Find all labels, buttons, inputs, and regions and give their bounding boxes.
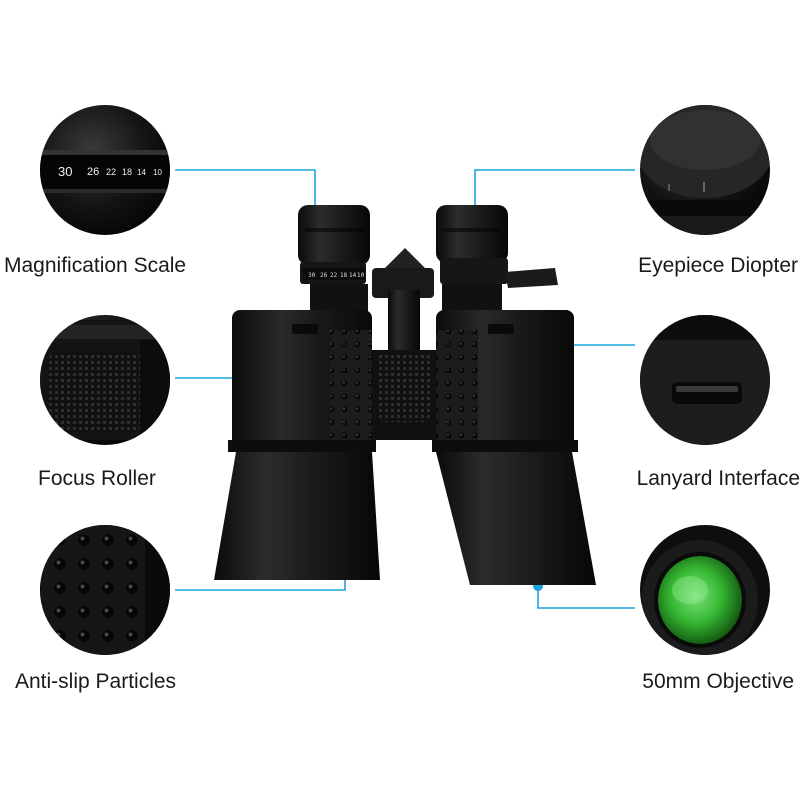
diopter-lever <box>505 268 558 288</box>
label-eyepiece-diopter: Eyepiece Diopter <box>638 254 798 277</box>
green-lens <box>658 556 742 644</box>
svg-text:10: 10 <box>357 272 365 279</box>
svg-text:30: 30 <box>58 164 72 179</box>
svg-text:18: 18 <box>122 167 132 177</box>
detail-anti-slip-particles <box>40 525 170 655</box>
leader-line-objective <box>537 585 635 609</box>
label-50mm-objective: 50mm Objective <box>642 670 794 693</box>
svg-text:18: 18 <box>340 272 348 279</box>
svg-text:26: 26 <box>87 166 99 178</box>
svg-text:26: 26 <box>320 272 328 279</box>
svg-text:14: 14 <box>137 168 146 177</box>
svg-text:14: 14 <box>349 272 357 279</box>
lanyard-lug-closeup <box>672 382 742 404</box>
right-eyepiece <box>436 205 508 263</box>
detail-lanyard-interface <box>640 315 770 445</box>
detail-focus-roller <box>40 315 170 445</box>
label-focus-roller: Focus Roller <box>38 467 156 490</box>
leader-line-magnification <box>175 169 316 272</box>
left-eyepiece <box>298 205 370 265</box>
left-lanyard-lug <box>292 324 318 334</box>
binoculars: 30 26 22 18 14 10 <box>214 205 596 585</box>
left-objective-tube <box>214 452 380 580</box>
right-objective-tube <box>436 452 596 585</box>
detail-eyepiece-diopter <box>640 105 770 235</box>
detail-magnification-scale: 30 26 22 18 14 10 <box>40 105 170 235</box>
small-scale-numbers: 30 26 22 18 14 10 <box>308 272 365 279</box>
scale-numbers: 30 26 22 18 14 10 <box>58 164 162 179</box>
svg-text:22: 22 <box>106 167 116 177</box>
label-anti-slip-particles: Anti-slip Particles <box>15 670 177 693</box>
detail-50mm-objective <box>640 525 770 655</box>
focus-wheel <box>378 352 430 422</box>
svg-text:22: 22 <box>330 272 338 279</box>
magnification-ring <box>303 268 365 280</box>
label-lanyard-interface: Lanyard Interface <box>636 467 800 490</box>
svg-text:30: 30 <box>308 272 316 279</box>
label-magnification-scale: Magnification Scale <box>4 254 187 277</box>
right-lanyard-lug <box>488 324 514 334</box>
svg-text:10: 10 <box>153 168 162 177</box>
